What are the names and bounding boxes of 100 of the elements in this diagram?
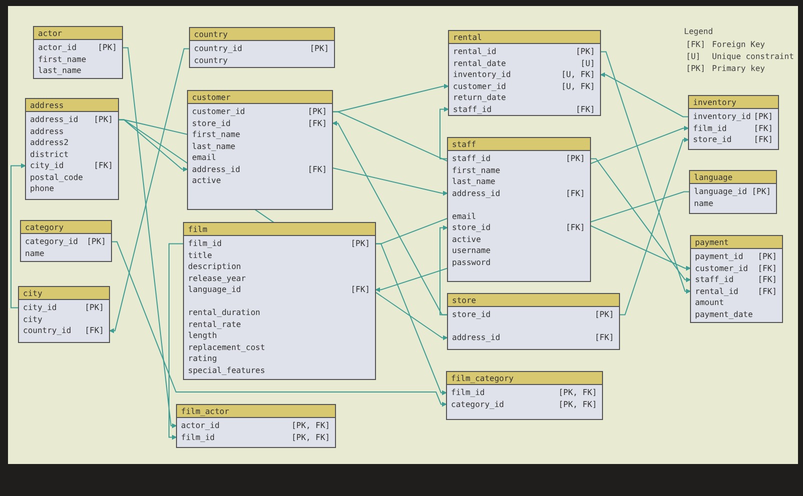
key-tag: [PK] [308,106,327,118]
key-tag: [FK] [308,164,327,175]
column-name: name [694,198,714,209]
column-name: replacement_cost [188,342,266,353]
column-name: username [452,245,491,256]
column-name: inventory_id [453,69,511,80]
key-tag: [PK] [350,238,370,250]
column-name: title [188,250,212,261]
table-box [176,404,336,448]
column-name: customer_id [192,106,245,118]
table-box [18,286,110,343]
relationship-line [108,48,190,334]
column-name: address2 [30,137,69,148]
key-tag: [FK] [308,118,327,129]
column-name: category_id [25,236,78,248]
column-name: amount [695,297,724,308]
column-name: password [452,256,491,268]
table-name: film_actor [177,405,335,418]
column-name: language_id [694,186,747,198]
key-tag: [FK] [566,222,585,234]
column-name: last_name [38,65,82,76]
column-name: first_name [192,129,240,140]
column-name: film_id [188,238,222,250]
key-tag: [FK] [758,274,777,286]
legend-text: Unique constraint [712,52,794,61]
column-name: name [25,248,44,259]
column-name: film_id [693,122,727,134]
key-tag: [FK] [686,40,706,49]
table-box [447,293,620,350]
table-box [25,98,119,200]
column-name: country_id [23,325,72,336]
key-tag: [FK] [84,325,104,336]
table-box [187,90,333,210]
key-tag: [FK] [350,284,370,296]
column-name: address_id [192,164,240,175]
legend-text: Primary key [712,64,765,73]
column-name: store_id [192,118,231,129]
column-name: customer_id [695,262,748,274]
column-name: country_id [194,43,242,54]
column-name: rental_duration [188,307,260,318]
column-name: staff_id [453,104,492,115]
table-box [189,27,335,68]
key-tag: [PK] [576,46,595,58]
column-name: staff_id [695,274,734,286]
column-name: rating [188,353,217,364]
table-name: staff [448,138,590,151]
column-name: rental_id [453,46,496,58]
key-tag: [FK] [754,122,773,134]
key-tag: [FK] [594,332,614,344]
column-name: country [194,54,228,66]
column-name: language_id [188,284,241,296]
relationship-line [110,241,448,407]
column-name: city_id [23,302,57,314]
column-name: payment_id [695,251,744,262]
key-tag: [PK] [310,43,329,54]
table-box [448,30,601,116]
column-name: active [452,234,481,245]
key-tag: [PK] [752,186,771,198]
column-name: customer_id [453,80,506,92]
column-name: actor_id [38,42,77,54]
table-box [20,220,112,262]
table-name: film_category [447,372,602,385]
key-tag: [PK, FK] [291,420,330,432]
relationship-line [440,225,448,316]
relationship-line [440,106,450,160]
key-tag: [FK] [94,160,113,172]
table-name: actor [34,27,122,40]
column-name: release_year [188,272,246,284]
column-name: city_id [30,160,64,172]
relationship-line [590,158,692,282]
table-box [446,371,603,420]
key-tag: [PK] [84,302,104,314]
column-name: film_id [181,432,215,443]
key-tag: [PK] [754,111,773,122]
relationship-line [618,137,690,316]
key-tag: [PK] [98,42,117,54]
key-tag: [PK] [594,309,614,320]
table-name: city [19,287,109,300]
legend-title: Legend [684,27,713,36]
column-name: category_id [451,398,504,410]
column-name: last_name [452,176,496,188]
key-tag: [PK] [94,114,113,126]
column-name: description [188,261,241,272]
key-tag: [PK, FK] [558,398,597,410]
relationship-line [122,47,178,428]
key-tag: [PK] [566,153,585,164]
table-box [33,26,123,79]
table-box [690,235,783,323]
column-name: first_name [452,164,500,176]
key-tag: [PK] [758,251,777,262]
column-name: first_name [38,54,86,65]
table-name: country [190,28,334,41]
relationship-line [600,51,692,294]
table-box [447,137,591,282]
column-name: inventory_id [693,111,751,122]
column-name: store_id [452,309,491,320]
table-name: language [690,171,776,184]
table-name: category [21,221,111,234]
key-tag: [FK] [754,134,773,146]
column-name: address_id [30,114,78,126]
